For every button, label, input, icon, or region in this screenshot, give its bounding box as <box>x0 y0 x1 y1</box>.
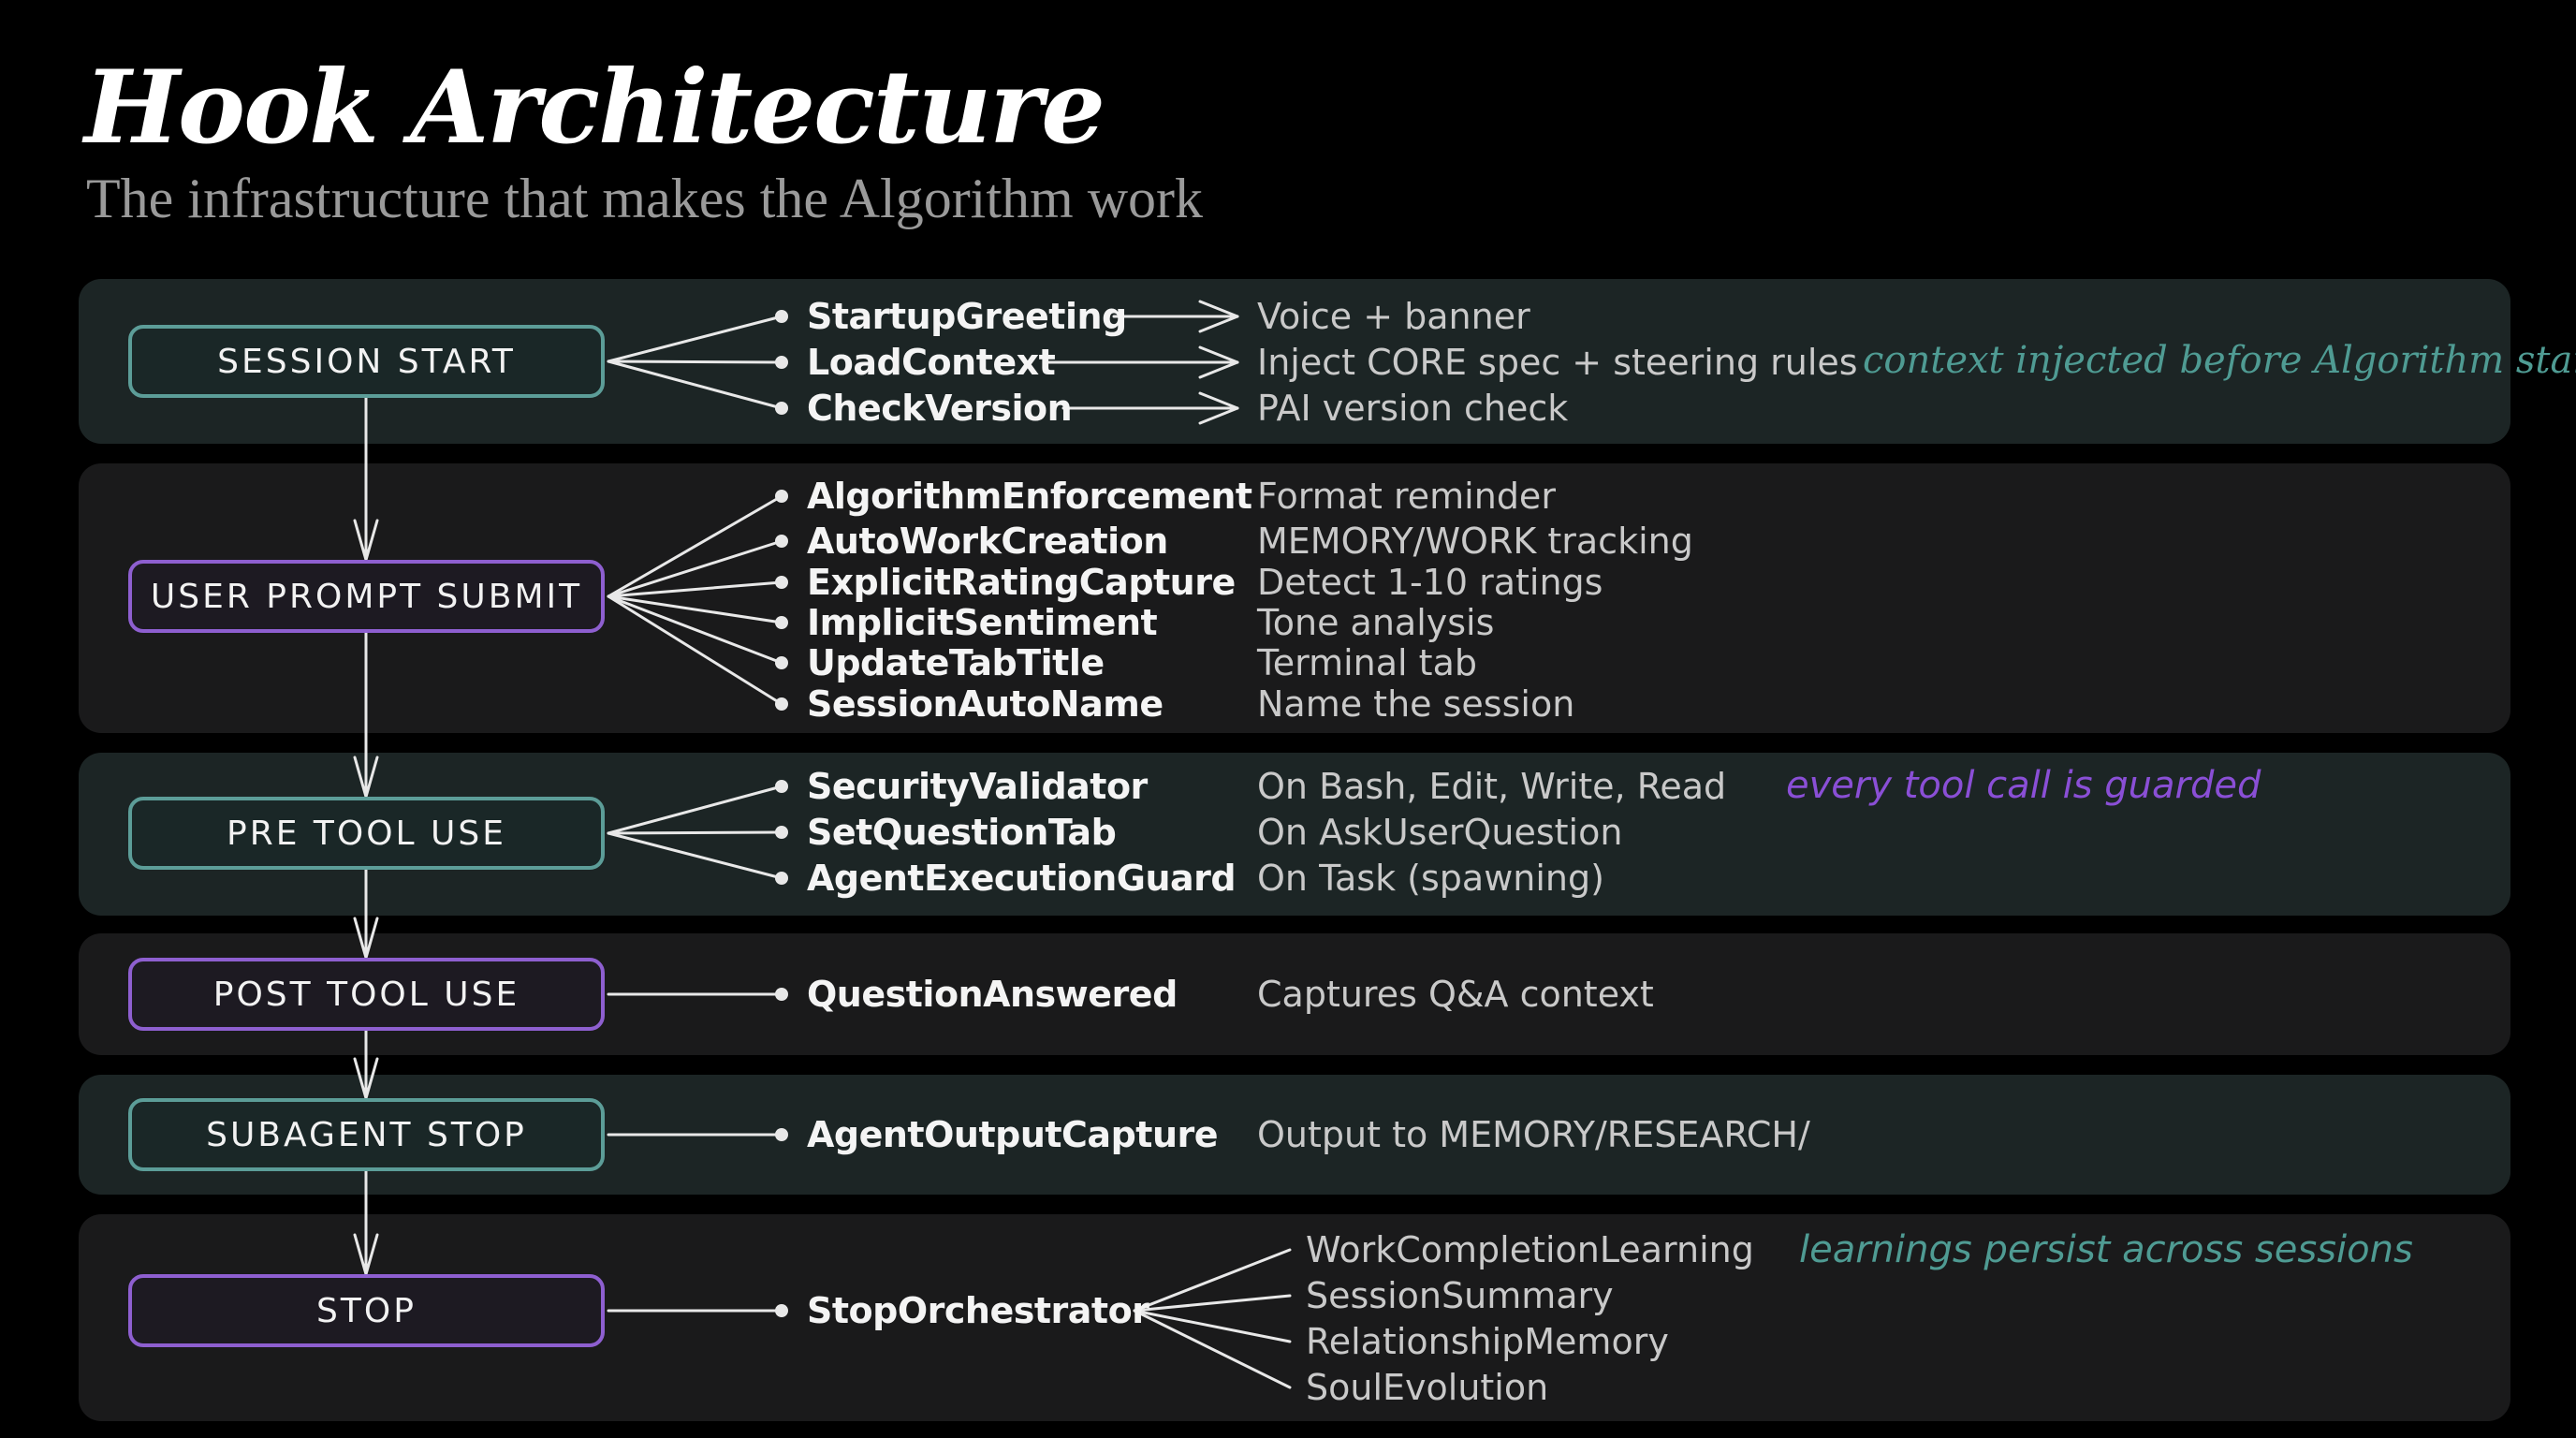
page-subtitle: The infrastructure that makes the Algori… <box>86 168 1203 229</box>
hook-name: LoadContext <box>807 342 1056 383</box>
arrow-head <box>364 917 379 960</box>
hook-description: Output to MEMORY/RESEARCH/ <box>1257 1114 1810 1155</box>
arrow-head <box>353 1233 368 1276</box>
hook-name: AlgorithmEnforcement <box>807 476 1252 517</box>
hook-name: SecurityValidator <box>807 766 1148 807</box>
fan-connector <box>607 315 783 363</box>
stage-user-prompt-submit: USER PROMPT SUBMIT <box>128 560 605 633</box>
hook-name: StopOrchestrator <box>807 1290 1149 1331</box>
connector-dot <box>775 1128 788 1141</box>
arrow-head <box>364 519 379 562</box>
sub-hook-name: RelationshipMemory <box>1306 1321 1669 1362</box>
fan-connector <box>607 539 783 598</box>
connector-dot <box>775 310 788 323</box>
connector-dot <box>775 535 788 548</box>
hook-name: ExplicitRatingCapture <box>807 562 1236 603</box>
hook-description: MEMORY/WORK tracking <box>1257 521 1693 562</box>
hook-description: Tone analysis <box>1257 602 1495 643</box>
fan-connector <box>607 594 783 665</box>
hook-name: StartupGreeting <box>807 296 1127 337</box>
fan-connector <box>607 360 783 410</box>
arrow-head <box>364 1057 379 1100</box>
arrow-head <box>353 1057 368 1100</box>
hook-description: Voice + banner <box>1257 296 1530 337</box>
fan-connector <box>607 831 783 880</box>
connector-dot <box>775 402 788 415</box>
hook-description: Format reminder <box>1257 476 1556 517</box>
hook-description: Terminal tab <box>1257 642 1477 683</box>
annotation-note: context injected before Algorithm starts <box>1863 339 2576 382</box>
arrow-head <box>353 756 368 799</box>
connector-dot <box>775 356 788 369</box>
hook-name: AgentExecutionGuard <box>807 858 1237 899</box>
fan-connector <box>1133 1309 1292 1389</box>
sub-hook-name: SoulEvolution <box>1306 1367 1549 1408</box>
connector-dot <box>775 656 788 669</box>
stage-post-tool-use: POST TOOL USE <box>128 958 605 1031</box>
page-title: Hook Architecture <box>84 49 1105 167</box>
arrow-head <box>1198 345 1239 364</box>
hook-description: Inject CORE spec + steering rules <box>1257 342 1858 383</box>
arrow-head <box>1198 315 1239 333</box>
hook-description: Captures Q&A context <box>1257 974 1654 1015</box>
arrow-head <box>1198 406 1239 425</box>
hook-description: On Bash, Edit, Write, Read <box>1257 766 1727 807</box>
fan-connector <box>607 594 783 706</box>
fan-connector <box>607 830 783 835</box>
fan-connector <box>1133 1248 1292 1313</box>
connector-dot <box>775 697 788 711</box>
sub-hook-name: WorkCompletionLearning <box>1306 1229 1754 1270</box>
connector-dot <box>775 872 788 885</box>
stage-stop: STOP <box>128 1274 605 1347</box>
hook-name: SetQuestionTab <box>807 812 1117 853</box>
annotation-note: learnings persist across sessions <box>1799 1228 2413 1271</box>
connector-dot <box>775 616 788 629</box>
hook-name: AgentOutputCapture <box>807 1114 1219 1155</box>
arrow-head <box>364 756 379 799</box>
fan-connector <box>1133 1309 1292 1343</box>
arrow-head <box>1198 300 1239 318</box>
stage-session-start: SESSION START <box>128 325 605 398</box>
hook-name: ImplicitSentiment <box>807 602 1158 643</box>
hook-description: PAI version check <box>1257 388 1569 429</box>
connector-dot <box>775 490 788 503</box>
stage-pre-tool-use: PRE TOOL USE <box>128 797 605 870</box>
fan-connector <box>607 494 783 598</box>
hook-name: CheckVersion <box>807 388 1073 429</box>
arrow-head <box>1198 360 1239 379</box>
hook-name: UpdateTabTitle <box>807 642 1105 683</box>
hook-description: On AskUserQuestion <box>1257 812 1623 853</box>
connector-dot <box>775 780 788 793</box>
arrow-head <box>353 519 368 562</box>
connector-dot <box>775 576 788 589</box>
hook-description: Name the session <box>1257 683 1575 725</box>
hook-description: On Task (spawning) <box>1257 858 1604 899</box>
arrow-head <box>353 917 368 960</box>
hook-name: AutoWorkCreation <box>807 521 1168 562</box>
connector-dot <box>775 1304 788 1317</box>
annotation-note: every tool call is guarded <box>1786 764 2261 807</box>
arrow-head <box>364 1233 379 1276</box>
connector-dot <box>775 826 788 839</box>
fan-connector <box>607 580 783 598</box>
connector-dot <box>775 988 788 1001</box>
hook-name: QuestionAnswered <box>807 974 1178 1015</box>
sub-hook-name: SessionSummary <box>1306 1275 1614 1316</box>
fan-connector <box>607 360 783 364</box>
stage-subagent-stop: SUBAGENT STOP <box>128 1098 605 1171</box>
hook-description: Detect 1-10 ratings <box>1257 562 1603 603</box>
arrow-head <box>1198 391 1239 410</box>
fan-connector <box>607 785 783 835</box>
hook-name: SessionAutoName <box>807 683 1164 725</box>
fan-connector <box>607 594 783 624</box>
fan-connector <box>1133 1294 1292 1313</box>
